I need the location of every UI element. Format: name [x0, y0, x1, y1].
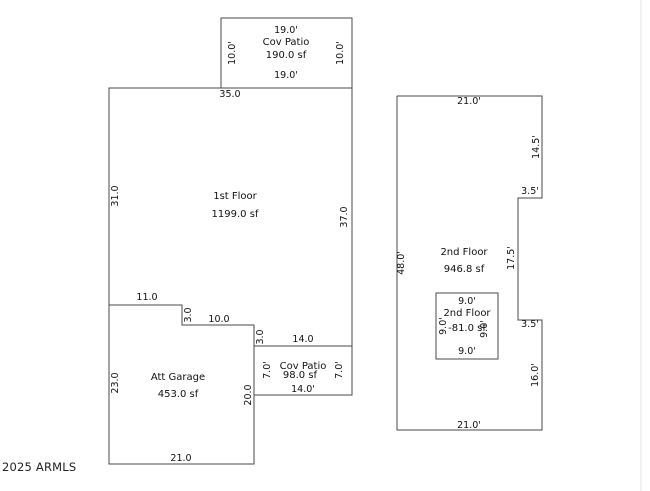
covered-patio-bottom-left-dim: 7.0' [262, 361, 273, 379]
covered-patio-bottom-area: 98.0 sf [283, 370, 318, 381]
second-floor-cutout-bottom-dim: 9.0' [458, 346, 476, 357]
garage-top-dim: 11.0 [136, 292, 157, 303]
garage-outline [108, 304, 255, 465]
second-floor-cutout: 9.0' 2nd Floor -81.0 sf 9.0' 9.0' 9.0' [435, 292, 499, 360]
second-floor-cutout-outline [435, 292, 499, 360]
garage-left-dim: 23.0 [110, 372, 121, 393]
covered-patio-bottom-outline [254, 345, 353, 396]
garage-notch-vertical-dim: 3.0 [183, 307, 194, 322]
second-floor-right-upper-dim: 14.5' [531, 135, 542, 159]
first-floor: 35.0 31.0 37.0 1st Floor 1199.0 sf [108, 87, 353, 346]
covered-patio-top: 19.0' Cov Patio 190.0 sf 19.0' 10.0' 10.… [220, 17, 353, 89]
garage-notch-horizontal-dim: 10.0 [208, 314, 229, 325]
second-floor-notch-side-dim: 17.5' [506, 246, 517, 270]
garage-right-step-dim: 3.0 [255, 329, 266, 344]
second-floor-cutout-top-dim: 9.0' [458, 296, 476, 307]
covered-patio-bottom: 14.0 7.0' 7.0' Cov Patio 98.0 sf 14.0' [254, 334, 353, 396]
garage-right-dim: 20.0 [243, 384, 254, 405]
second-floor-right-lower-dim: 16.0' [530, 363, 541, 387]
attached-garage: 11.0 3.0 10.0 3.0 23.0 20.0 Att Garage 4… [108, 292, 266, 465]
copyright-watermark: 2025 ARMLS [2, 460, 77, 474]
second-floor-left-dim: 48.0' [396, 251, 407, 275]
second-floor-cutout-left-dim: 9.0' [438, 317, 449, 335]
garage-bottom-dim: 21.0 [170, 453, 191, 464]
covered-patio-top-right-dim: 10.0' [335, 41, 346, 65]
covered-patio-top-bottom-dim: 19.0' [274, 70, 298, 81]
covered-patio-top-area: 190.0 sf [266, 50, 307, 61]
first-floor-label: 1st Floor [213, 191, 257, 202]
first-floor-top-dim: 35.0 [219, 89, 240, 100]
covered-patio-top-top-dim: 19.0' [274, 25, 298, 36]
covered-patio-bottom-label: Cov Patio [280, 361, 327, 372]
covered-patio-bottom-right-dim: 7.0' [334, 361, 345, 379]
garage-label: Att Garage [151, 372, 205, 383]
second-floor-top-dim: 21.0' [457, 96, 481, 107]
second-floor-cutout-right-dim: 9.0' [479, 320, 490, 338]
first-floor-right-dim: 37.0 [339, 206, 350, 227]
covered-patio-top-left-dim: 10.0' [227, 41, 238, 65]
second-floor: 21.0' 14.5' 3.5' 17.5' 3.5' 16.0' 48.0' … [396, 95, 543, 431]
covered-patio-top-label: Cov Patio [263, 37, 310, 48]
second-floor-notch-bottom-dim: 3.5' [521, 319, 539, 330]
first-floor-left-dim: 31.0 [110, 185, 121, 206]
first-floor-outline [108, 87, 353, 346]
garage-area: 453.0 sf [158, 389, 199, 400]
first-floor-area: 1199.0 sf [212, 209, 259, 220]
second-floor-outline [396, 95, 543, 431]
covered-patio-bottom-bottom-dim: 14.0' [291, 384, 315, 395]
second-floor-cutout-area: -81.0 sf [448, 323, 486, 334]
second-floor-label: 2nd Floor [440, 247, 488, 258]
second-floor-area: 946.8 sf [444, 264, 485, 275]
second-floor-notch-top-dim: 3.5' [521, 186, 539, 197]
second-floor-bottom-dim: 21.0' [457, 420, 481, 431]
covered-patio-bottom-top-dim: 14.0 [292, 334, 313, 345]
second-floor-cutout-label: 2nd Floor [443, 308, 491, 319]
